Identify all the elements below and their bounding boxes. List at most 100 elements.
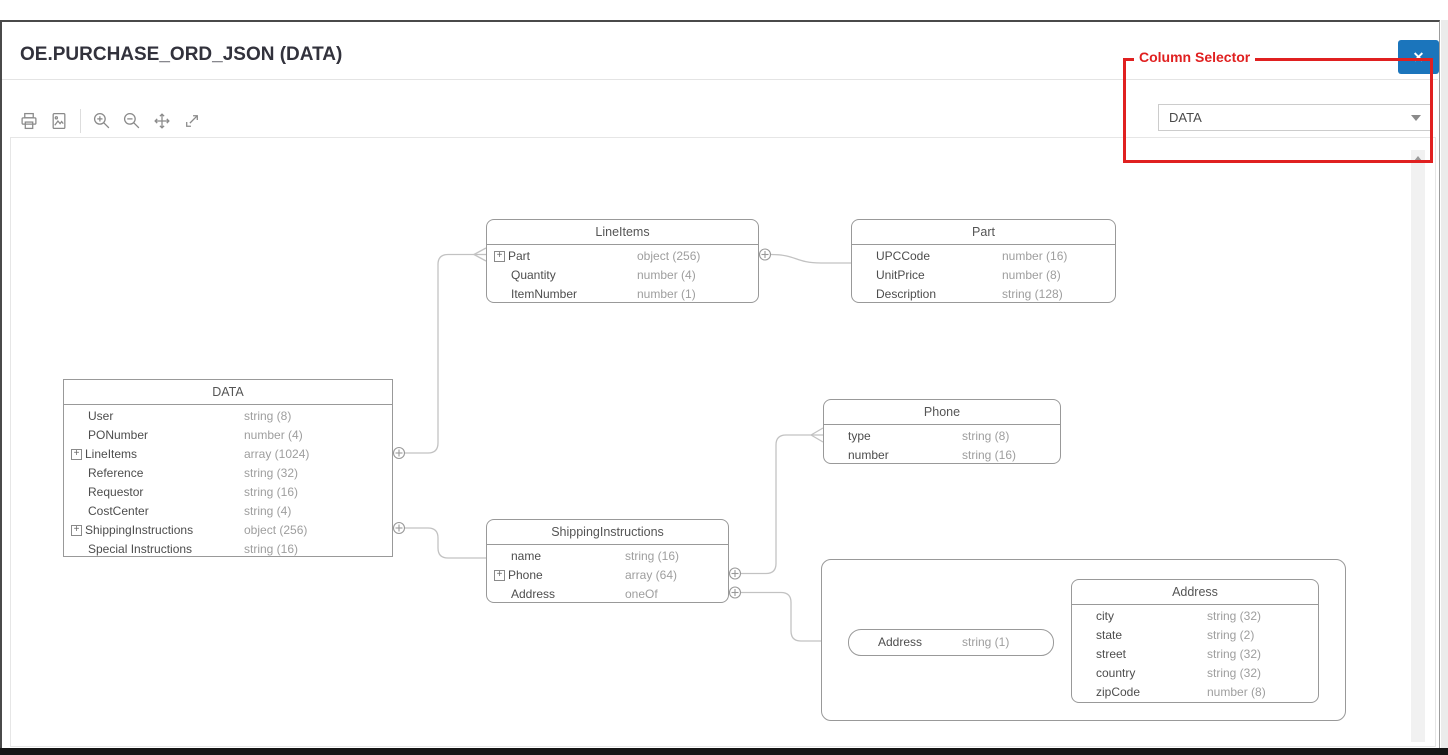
zoom-out-button[interactable]	[117, 107, 147, 135]
field-type: string (32)	[244, 466, 299, 480]
field-name: Address	[878, 635, 923, 649]
entity-address-scalar[interactable]: Address string (1)	[848, 629, 1054, 656]
field-type: number (4)	[244, 428, 303, 442]
field-name: UPCCode	[876, 249, 931, 263]
pan-button[interactable]	[147, 107, 177, 135]
crow-foot-connector	[810, 427, 824, 443]
field-name: city	[1096, 609, 1114, 623]
field-type: number (8)	[1002, 268, 1061, 282]
column-selector-dropdown[interactable]: DATA	[1158, 104, 1432, 131]
connector-line	[741, 434, 811, 575]
print-icon	[21, 112, 37, 130]
port-icon[interactable]	[728, 586, 742, 599]
field-type: oneOf	[625, 587, 658, 601]
connector-layer	[392, 247, 851, 642]
triangle-up-icon	[1414, 155, 1422, 161]
field-name: type	[848, 429, 871, 443]
field-name: Quantity	[511, 268, 556, 282]
zoom-out-icon	[123, 112, 140, 129]
field-type: string (8)	[962, 429, 1010, 443]
field-row: Special Instructions string (16)	[64, 540, 392, 559]
entity-phone[interactable]: Phone type string (8) number string (16)	[823, 399, 1061, 464]
close-button[interactable]: ✕	[1398, 40, 1439, 74]
field-type: object (256)	[637, 249, 701, 263]
field-type: string (8)	[244, 409, 292, 423]
field-row: +Part object (256)	[487, 247, 758, 266]
field-name: number	[848, 448, 889, 462]
field-row: Address string (1)	[849, 630, 1053, 655]
field-name: Part	[508, 249, 531, 263]
field-row: UnitPrice number (8)	[852, 266, 1115, 285]
entity-title: DATA	[64, 380, 392, 405]
title-separator	[2, 79, 1438, 80]
entity-title: Address	[1072, 580, 1318, 605]
connector-line	[405, 253, 474, 454]
zoom-in-button[interactable]	[87, 107, 117, 135]
connector-line	[770, 253, 851, 264]
field-name: UnitPrice	[876, 268, 925, 282]
expand-icon[interactable]: +	[494, 251, 505, 262]
field-name: PONumber	[88, 428, 149, 442]
export-image-button[interactable]	[44, 107, 74, 135]
page-title: OE.PURCHASE_ORD_JSON (DATA)	[20, 44, 343, 65]
field-name: Reference	[88, 466, 144, 480]
field-name: state	[1096, 628, 1123, 642]
field-type: array (1024)	[244, 447, 310, 461]
field-type: string (16)	[244, 542, 299, 556]
field-row: number string (16)	[824, 446, 1060, 465]
field-row: User string (8)	[64, 407, 392, 426]
field-type: string (16)	[962, 448, 1017, 462]
field-type: string (1)	[962, 635, 1010, 649]
expand-button[interactable]	[177, 107, 207, 135]
diagram-toolbar	[14, 106, 207, 136]
entity-title: ShippingInstructions	[487, 520, 728, 545]
zoom-in-icon	[93, 112, 110, 129]
crow-foot-connector	[473, 247, 487, 262]
port-icon[interactable]	[392, 446, 406, 460]
entity-data[interactable]: DATA User string (8) PONumber number (4) +Li…	[63, 379, 393, 557]
field-name: User	[88, 409, 114, 423]
field-type: array (64)	[625, 568, 678, 582]
print-button[interactable]	[14, 107, 44, 135]
field-name: ShippingInstructions	[85, 523, 194, 537]
export-image-icon	[52, 112, 66, 130]
field-name: Special Instructions	[88, 542, 193, 556]
field-row: Reference string (32)	[64, 464, 392, 483]
field-name: Requestor	[88, 485, 144, 499]
entity-title: Phone	[824, 400, 1060, 425]
field-row: PONumber number (4)	[64, 426, 392, 445]
field-type: number (16)	[1002, 249, 1068, 263]
expand-icon[interactable]: +	[71, 449, 82, 460]
port-icon[interactable]	[728, 567, 742, 580]
scroll-up-button[interactable]	[1411, 150, 1425, 166]
field-name: ItemNumber	[511, 287, 578, 301]
field-row: type string (8)	[824, 427, 1060, 446]
expand-icon[interactable]: +	[71, 525, 82, 536]
port-icon[interactable]	[758, 248, 772, 261]
vertical-scrollbar[interactable]	[1411, 150, 1425, 742]
field-name: name	[511, 549, 542, 563]
connector-line	[405, 527, 486, 559]
field-type: string (32)	[1207, 647, 1262, 661]
field-row: UPCCode number (16)	[852, 247, 1115, 266]
expand-icon[interactable]: +	[494, 570, 505, 581]
diagram-canvas[interactable]: DATA User string (8) PONumber number (4) +Li…	[10, 137, 1436, 747]
port-icon[interactable]	[392, 521, 406, 535]
field-name: Phone	[508, 568, 543, 582]
